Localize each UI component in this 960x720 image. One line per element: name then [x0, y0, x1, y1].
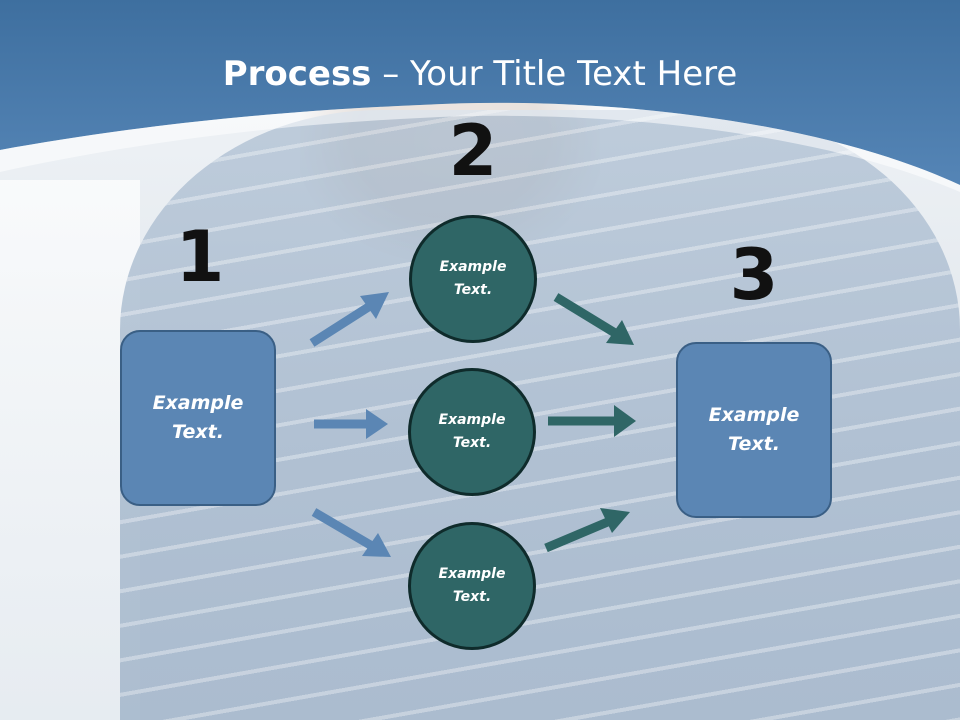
arrow-top-to-right [553, 293, 634, 345]
page-title: Process – Your Title Text Here [0, 52, 960, 96]
process-circle-bottom: Example Text. [408, 522, 536, 650]
process-box-start: Example Text. [120, 330, 276, 506]
header-band [0, 0, 960, 192]
arrow-left-to-middle [314, 409, 388, 439]
step-number-3: 3 [729, 234, 779, 316]
title-rest: – Your Title Text Here [371, 54, 738, 94]
arrow-bottom-to-right [544, 508, 630, 553]
step-number-1: 1 [175, 216, 225, 298]
process-box-end: Example Text. [676, 342, 832, 518]
arrow-middle-to-right [548, 405, 636, 437]
process-circle-top: Example Text. [409, 215, 537, 343]
title-bold: Process [222, 54, 372, 94]
process-circle-middle: Example Text. [408, 368, 536, 496]
background-wall [0, 180, 140, 720]
arrow-left-to-top [309, 292, 389, 347]
arrow-left-to-bottom [311, 508, 391, 557]
step-number-2: 2 [448, 110, 498, 192]
